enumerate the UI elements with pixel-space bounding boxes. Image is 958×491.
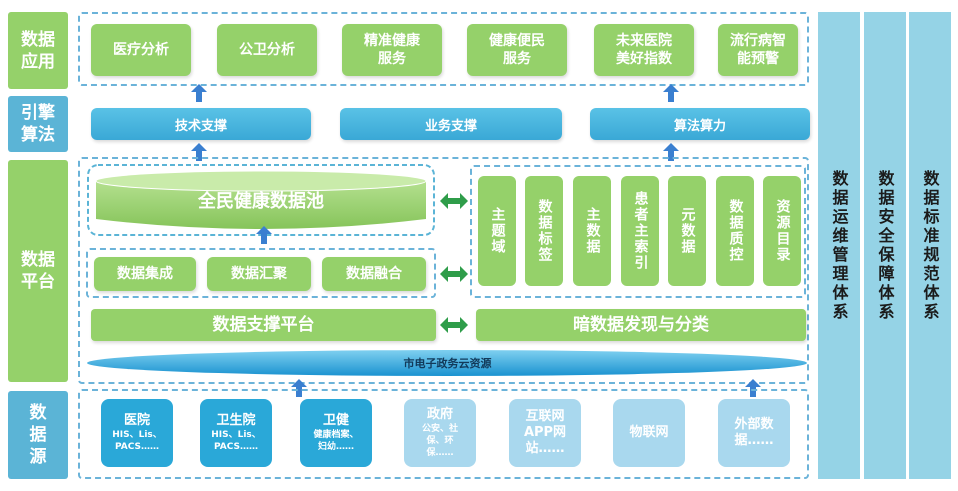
engine-tech-support[interactable]: 技术支撑 — [91, 108, 311, 140]
app-precision-health[interactable]: 精准健康 服务 — [342, 24, 442, 76]
layer-label-source: 数 据 源 — [8, 391, 68, 479]
app-convenience-health[interactable]: 健康便民 服务 — [467, 24, 567, 76]
source-health-commission[interactable]: 卫健 健康档案、 妇幼…… — [300, 399, 372, 467]
dark-data-discovery[interactable]: 暗数据发现与分类 — [476, 309, 806, 341]
data-aggregation-button[interactable]: 数据汇聚 — [207, 257, 311, 291]
data-integration-button[interactable]: 数据集成 — [94, 257, 196, 291]
engine-business-support[interactable]: 业务支撑 — [340, 108, 562, 140]
arrow-up-icon — [256, 226, 272, 244]
system-security-assurance: 数据安全保障体系 — [864, 12, 906, 479]
gov-metadata[interactable]: 元数据 — [668, 176, 706, 286]
arrow-up-icon — [291, 379, 307, 397]
arrow-up-icon — [663, 84, 679, 102]
source-government[interactable]: 政府 公安、社 保、环 保…… — [404, 399, 476, 467]
data-pool-label: 全民健康数据池 — [198, 191, 324, 212]
source-health-center[interactable]: 卫生院 HIS、Lis、 PACS…… — [200, 399, 272, 467]
app-public-health-analysis[interactable]: 公卫分析 — [217, 24, 317, 76]
application-frame — [78, 12, 809, 86]
system-ops-management: 数据运维管理体系 — [818, 12, 860, 479]
bidirectional-arrow-icon — [440, 193, 468, 209]
gov-data-tag[interactable]: 数据标签 — [525, 176, 563, 286]
data-fusion-button[interactable]: 数据融合 — [322, 257, 426, 291]
arrow-up-icon — [745, 379, 761, 397]
gov-patient-index[interactable]: 患者主索引 — [621, 176, 659, 286]
cloud-resource-ellipse — [87, 350, 807, 376]
gov-subject-domain[interactable]: 主题域 — [478, 176, 516, 286]
source-hospital[interactable]: 医院 HIS、Lis、 PACS…… — [101, 399, 173, 467]
platform-frame — [78, 157, 809, 384]
bidirectional-arrow-icon — [440, 266, 468, 282]
cloud-resource-label: 市电子政务云资源 — [403, 357, 492, 370]
data-support-platform[interactable]: 数据支撑平台 — [91, 309, 436, 341]
system-standard-specification: 数据标准规范体系 — [909, 12, 951, 479]
governance-frame — [470, 165, 806, 298]
source-external-data[interactable]: 外部数 据…… — [718, 399, 790, 467]
layer-label-platform: 数据 平台 — [8, 160, 68, 382]
engine-algorithm-compute[interactable]: 算法算力 — [590, 108, 810, 140]
gov-master-data[interactable]: 主数据 — [573, 176, 611, 286]
layer-label-application: 数据 应用 — [8, 12, 68, 89]
app-epidemic-warning[interactable]: 流行病智 能预警 — [718, 24, 798, 76]
integration-frame — [86, 248, 436, 298]
source-frame — [78, 389, 809, 479]
app-medical-analysis[interactable]: 医疗分析 — [91, 24, 191, 76]
arrow-up-icon — [191, 84, 207, 102]
bidirectional-arrow-icon — [440, 317, 468, 333]
gov-resource-catalog[interactable]: 资源目录 — [763, 176, 801, 286]
arrow-up-icon — [191, 143, 207, 161]
gov-quality-control[interactable]: 数据质控 — [716, 176, 754, 286]
source-iot[interactable]: 物联网 — [613, 399, 685, 467]
source-internet-app[interactable]: 互联网 APP网 站…… — [509, 399, 581, 467]
layer-label-engine: 引擎 算法 — [8, 96, 68, 152]
app-future-hospital[interactable]: 未来医院 美好指数 — [594, 24, 694, 76]
arrow-up-icon — [663, 143, 679, 161]
